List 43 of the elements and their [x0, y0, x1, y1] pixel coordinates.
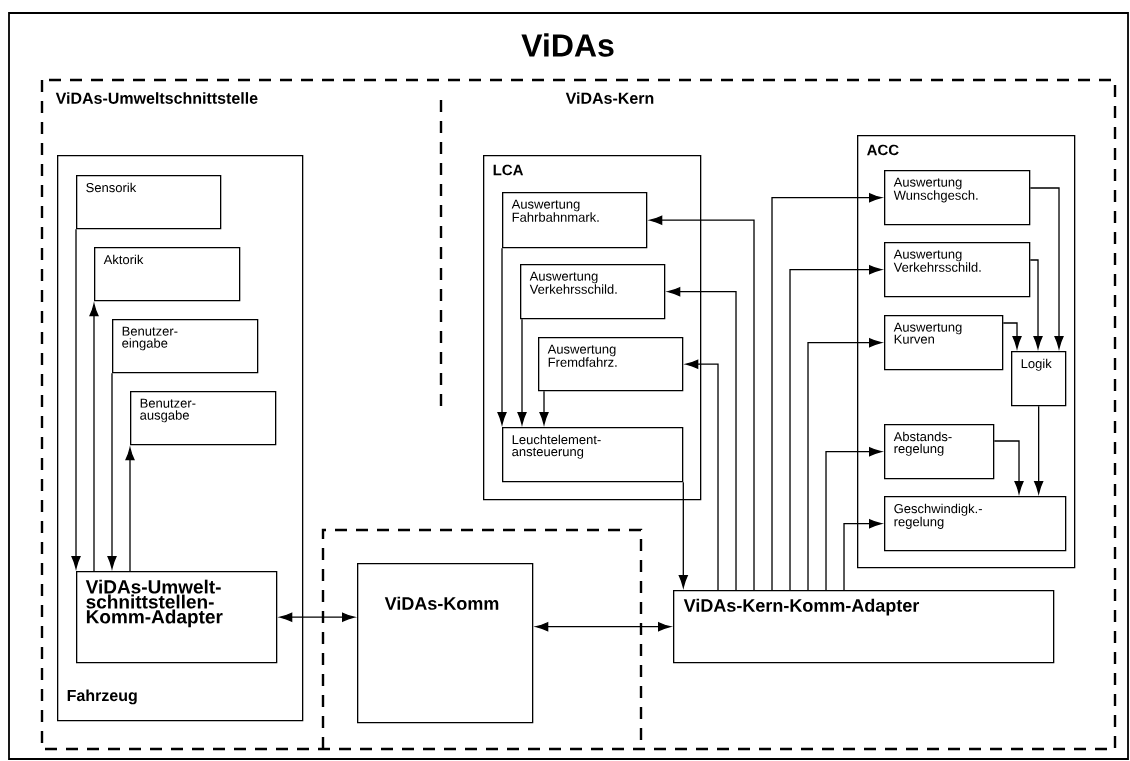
arrow — [789, 265, 882, 591]
process-box: Auswertung Verkehrsschild. — [520, 264, 666, 320]
arrow — [1029, 259, 1043, 349]
arrow — [993, 440, 1024, 494]
arrow — [825, 447, 882, 591]
process-box: Leuchtelement- ansteuerung — [502, 427, 684, 483]
process-box: Benutzer- eingabe — [112, 319, 259, 374]
arrow — [535, 622, 671, 632]
process-box: Aktorik — [94, 247, 241, 302]
arrow — [71, 228, 81, 569]
adapter-box: ViDAs-Kern-Komm-Adapter — [673, 590, 1055, 664]
arrow — [1002, 322, 1022, 349]
region-label: ViDAs-Umweltschnittstelle — [55, 92, 258, 104]
adapter-box: ViDAs-Umwelt- schnittstellen- Komm-Adapter — [76, 571, 278, 664]
region-label: ViDAs-Kern — [565, 92, 654, 104]
process-box: Logik — [1011, 351, 1067, 407]
process-box: Auswertung Kurven — [884, 315, 1004, 371]
arrow — [649, 215, 755, 591]
arrow — [1034, 405, 1044, 494]
arrow — [497, 247, 507, 425]
arrow — [539, 390, 549, 425]
module-box: ViDAs-Komm — [357, 563, 534, 724]
arrow — [107, 372, 117, 569]
process-box: Auswertung Fremdfahrz. — [538, 337, 684, 392]
process-box: Abstands- regelung — [884, 424, 995, 480]
arrow — [843, 519, 882, 591]
diagram-title: ViDAs — [521, 33, 614, 57]
arrow — [279, 612, 355, 622]
arrow — [685, 359, 719, 591]
process-box: Auswertung Verkehrsschild. — [884, 242, 1031, 298]
arrow — [1029, 187, 1064, 349]
process-box: Auswertung Wunschgesch. — [884, 170, 1031, 226]
arrow — [678, 481, 688, 588]
arrow — [667, 287, 737, 591]
process-box: Benutzer- ausgabe — [130, 391, 277, 446]
arrow — [89, 303, 99, 572]
arrow — [517, 318, 527, 425]
arrow — [125, 447, 135, 572]
process-box: Geschwindigk.- regelung — [884, 496, 1067, 552]
arrow — [807, 338, 882, 591]
process-box: Auswertung Fahrbahnmark. — [502, 192, 648, 249]
process-box: Sensorik — [76, 175, 222, 230]
arrow — [771, 193, 882, 591]
